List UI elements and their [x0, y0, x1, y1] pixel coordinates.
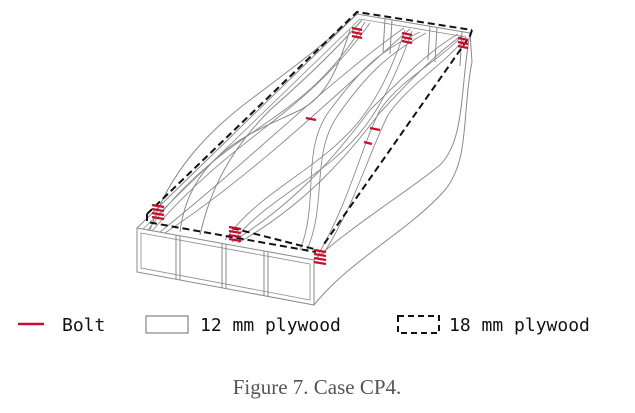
dashed-left-top-edge — [146, 10, 473, 215]
bolt-legend-label: Bolt — [62, 315, 105, 336]
rib-4 — [164, 28, 411, 234]
front-face-inner — [140, 232, 311, 301]
structure-drawing — [136, 13, 473, 306]
rib-3 — [159, 27, 405, 233]
top-edges — [136, 13, 471, 272]
bolt-group-back-mid — [401, 31, 413, 45]
outer-skin — [149, 13, 363, 236]
legend-item-bolt: Bolt — [18, 315, 105, 336]
right-curved-wall — [313, 32, 473, 306]
rib-6 — [231, 30, 413, 243]
outer-skin-curve-3 — [179, 29, 351, 233]
rib-12 — [305, 32, 427, 253]
bolt-group-back-right — [457, 36, 469, 50]
dashed-front-top-edge — [146, 214, 317, 253]
legend: Bolt 12 mm plywood 18 mm plywood — [18, 315, 590, 336]
ply18-legend-label: 18 mm plywood — [449, 315, 590, 336]
thick-plywood-edges — [146, 10, 473, 253]
rib-1 — [147, 21, 366, 231]
ply12-legend-swatch — [145, 315, 189, 334]
legend-item-12mm: 12 mm plywood — [145, 315, 341, 336]
rib-5 — [224, 29, 406, 241]
bolt-group-front-left — [151, 203, 165, 221]
rib-10 — [321, 36, 467, 257]
dashed-front-mid-edge — [231, 227, 319, 251]
rib-11 — [299, 31, 421, 251]
figure-caption: Figure 7. Case CP4. — [233, 375, 402, 399]
right-wall-side — [469, 32, 473, 63]
end-panel-lines — [382, 18, 463, 67]
dashed-right-long-edge — [323, 29, 473, 245]
right-wall-bottom — [313, 61, 473, 306]
bolt-mid-span — [305, 116, 381, 146]
ply12-legend-label: 12 mm plywood — [200, 315, 341, 336]
legend-item-18mm: 18 mm plywood — [397, 315, 590, 336]
front-web-lines — [175, 235, 269, 296]
rib-8 — [237, 34, 463, 244]
left-top-edge — [136, 13, 471, 229]
bolt-group-front-mid — [228, 225, 242, 243]
wavy-ribs — [147, 21, 467, 257]
right-wall-top — [313, 32, 471, 261]
bolt-group-front-right — [313, 248, 327, 266]
bolts — [151, 26, 469, 266]
outer-skin-curve-2 — [199, 19, 363, 236]
bolt-group-back-left — [351, 26, 363, 40]
ply18-legend-swatch — [397, 315, 440, 334]
end-panel-verticals — [382, 18, 463, 67]
